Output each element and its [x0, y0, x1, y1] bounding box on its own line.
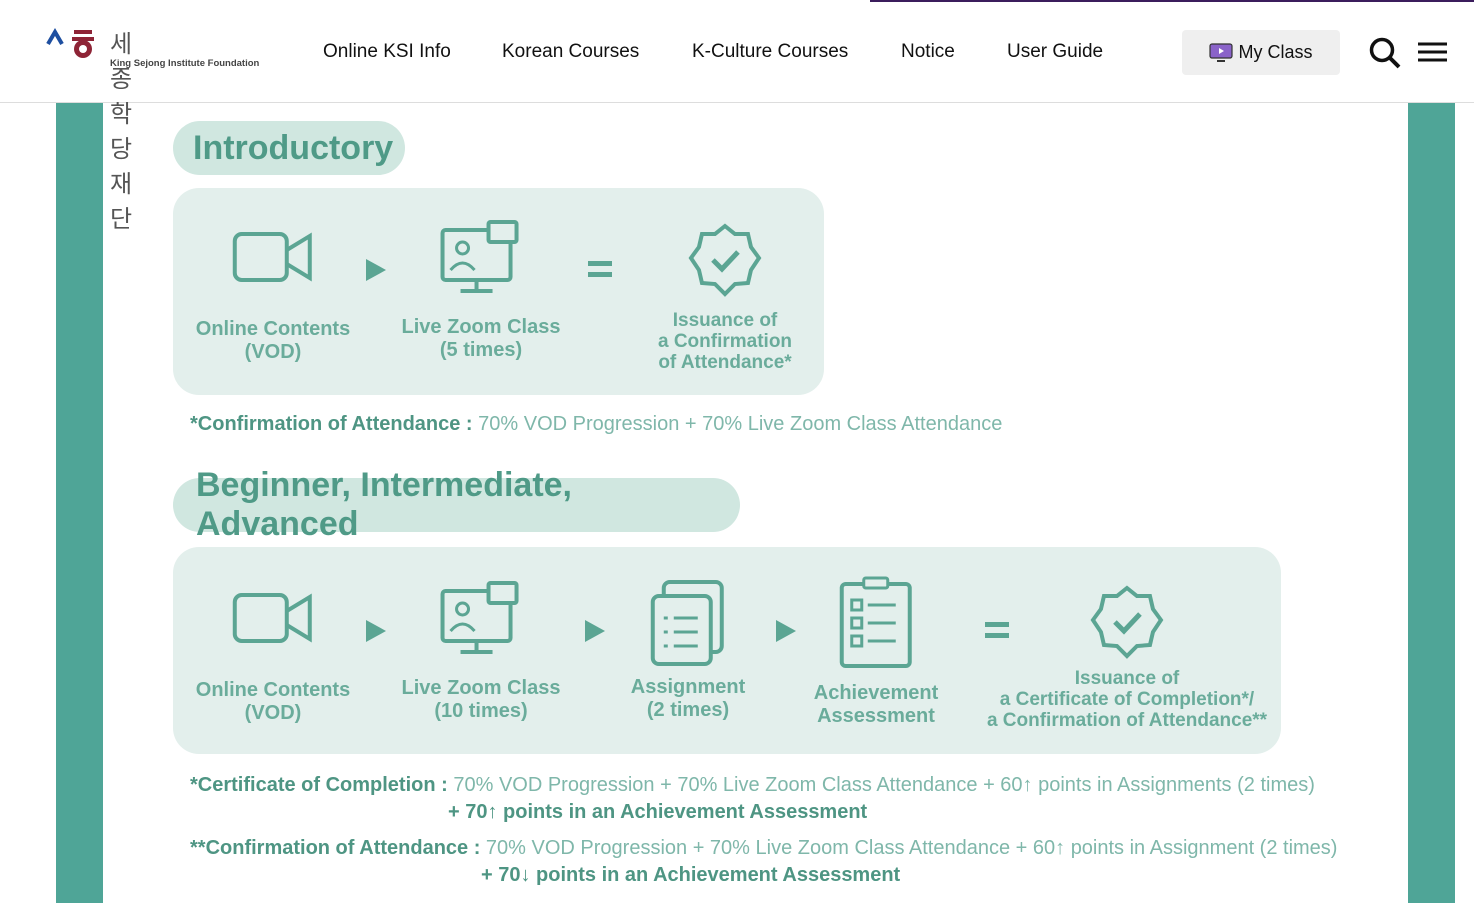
note-label: *Certificate of Completion :	[190, 774, 448, 796]
checklist-icon	[840, 576, 912, 668]
step-sublabel: (10 times)	[434, 700, 528, 722]
right-decorative-band	[1408, 103, 1455, 903]
step-sublabel: (5 times)	[439, 339, 523, 361]
step-label: Achievement	[813, 682, 939, 704]
attendance-note: **Confirmation of Attendance : 70% VOD P…	[190, 837, 1337, 860]
step-live-zoom: Live Zoom Class(5 times)	[401, 220, 561, 362]
note-text: + 70↓ points in an Achievement Assessmen…	[481, 864, 901, 886]
left-decorative-band	[56, 103, 103, 903]
logo-korean: 세종학당재단	[110, 31, 136, 233]
nav-user-guide[interactable]: User Guide	[1007, 41, 1104, 62]
step-sublabel: (VOD)	[244, 702, 302, 724]
monitor-play-icon	[1209, 42, 1234, 62]
menu-icon[interactable]	[1418, 41, 1447, 63]
note-text: 70% VOD Progression + 70% Live Zoom Clas…	[480, 837, 1338, 859]
online-class-icon	[441, 220, 519, 293]
note-text: 70% VOD Progression + 70% Live Zoom Clas…	[472, 413, 1003, 435]
step-online-contents: Online Contents(VOD)	[196, 587, 350, 725]
nav-notice[interactable]: Notice	[901, 41, 955, 62]
step-sublabel: (2 times)	[646, 699, 730, 721]
logo[interactable]: 세종학당재단 King Sejong Institute Foundation	[46, 24, 259, 233]
step-sublabel: (VOD)	[244, 341, 302, 363]
result-label: of Attendance*	[658, 352, 792, 373]
equals-icon	[588, 261, 612, 277]
arrow-icon	[585, 620, 605, 642]
verified-badge-icon	[1090, 585, 1164, 659]
note-label: **Confirmation of Attendance :	[190, 837, 481, 859]
step-live-zoom: Live Zoom Class(10 times)	[401, 581, 561, 723]
result-label: a Confirmation	[657, 331, 793, 352]
note-label: *Confirmation of Attendance :	[190, 413, 473, 435]
nav-online-ksi-info[interactable]: Online KSI Info	[323, 41, 451, 62]
advanced-flow-box	[173, 547, 1281, 754]
step-label: Assignment	[630, 676, 746, 698]
attendance-note-line2: + 70↓ points in an Achievement Assessmen…	[481, 864, 900, 887]
step-label: Live Zoom Class	[401, 316, 561, 338]
nav-korean-courses[interactable]: Korean Courses	[502, 41, 640, 62]
logo-english: King Sejong Institute Foundation	[110, 58, 260, 69]
my-class-label: My Class	[1238, 42, 1313, 62]
arrow-icon	[776, 620, 796, 642]
online-class-icon	[441, 581, 519, 654]
verified-badge-icon	[688, 223, 762, 297]
equals-icon	[985, 622, 1009, 638]
nav-k-culture-courses[interactable]: K-Culture Courses	[692, 41, 849, 62]
search-icon[interactable]	[1368, 36, 1402, 70]
video-camera-icon	[232, 593, 312, 643]
step-sublabel: Assessment	[817, 705, 935, 727]
certificate-note: *Certificate of Completion : 70% VOD Pro…	[190, 774, 1315, 797]
step-label: Live Zoom Class	[401, 677, 561, 699]
video-camera-icon	[232, 232, 312, 282]
advanced-heading: Beginner, Intermediate, Advanced	[173, 466, 740, 543]
intro-note: *Confirmation of Attendance : 70% VOD Pr…	[190, 413, 1002, 436]
progress-line	[870, 0, 1474, 2]
arrow-icon	[366, 259, 386, 281]
my-class-button[interactable]: My Class	[1182, 30, 1340, 75]
step-online-contents: Online Contents(VOD)	[196, 226, 350, 364]
result-label: Issuance of	[1074, 668, 1180, 689]
certificate-note-line2: + 70↑ points in an Achievement Assessmen…	[448, 801, 867, 824]
clipboard-list-icon	[651, 580, 724, 666]
header: 세종학당재단 King Sejong Institute Foundation …	[0, 0, 1474, 233]
result-label: a Certificate of Completion*/	[999, 689, 1255, 710]
logo-emblem-icon	[46, 28, 94, 58]
result-label: Issuance of	[672, 310, 778, 331]
introductory-heading: Introductory	[173, 121, 405, 175]
note-text: + 70↑ points in an Achievement Assessmen…	[448, 801, 868, 823]
step-label: Online Contents	[195, 679, 351, 701]
step-label: Online Contents	[195, 318, 351, 340]
arrow-icon	[366, 620, 386, 642]
result-label: a Confirmation of Attendance**	[986, 710, 1268, 731]
note-text: 70% VOD Progression + 70% Live Zoom Clas…	[447, 774, 1315, 796]
step-assignment: Assignment(2 times)	[631, 578, 745, 722]
